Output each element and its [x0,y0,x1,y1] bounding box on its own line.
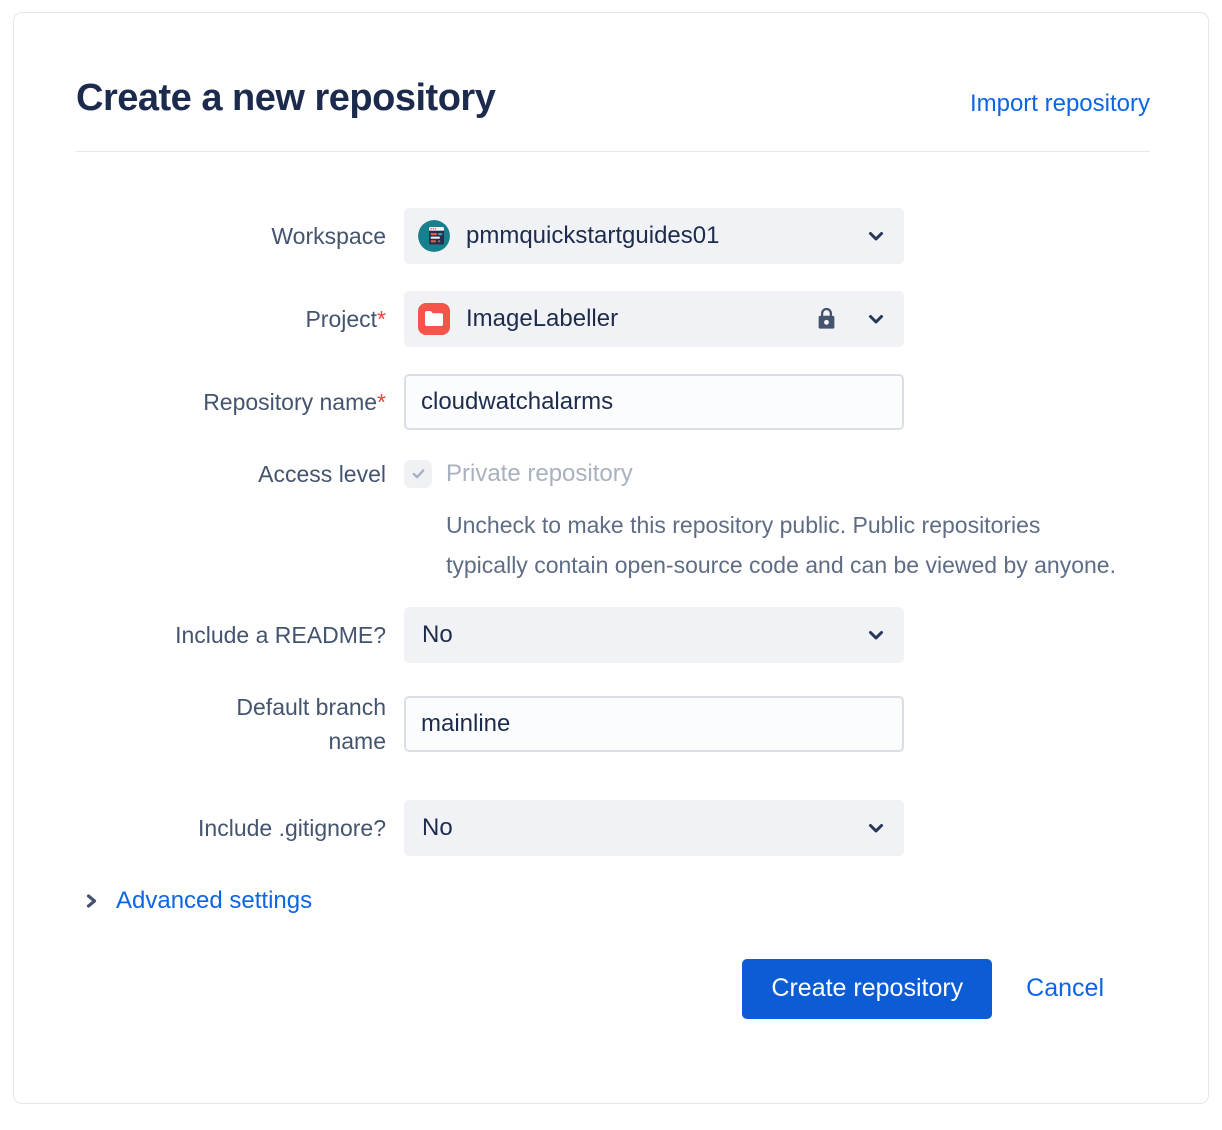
checkmark-icon [412,469,424,479]
page-title: Create a new repository [76,77,496,119]
create-repository-dialog: Create a new repository Import repositor… [13,12,1209,1104]
default-branch-row: Default branch name [76,690,1150,758]
private-repository-label: Private repository [446,459,633,487]
chevron-down-icon [869,231,883,241]
project-label: Project* [305,305,386,332]
chevron-down-icon [869,823,883,833]
default-branch-input[interactable] [404,695,904,752]
project-folder-icon [418,302,450,335]
access-level-help-text: Uncheck to make this repository public. … [446,511,1116,578]
default-branch-label: Default branch name [236,693,386,754]
dialog-actions: Create repository Cancel [76,958,1150,1019]
access-level-label: Access level [258,460,386,487]
chevron-right-icon [86,894,97,908]
workspace-value: pmmquickstartguides01 [466,221,720,249]
workspace-row: Workspace [76,207,1150,264]
private-repository-checkbox[interactable] [404,459,432,488]
include-gitignore-row: Include .gitignore? No [76,799,1150,856]
include-gitignore-select[interactable]: No [404,799,904,856]
include-readme-label: Include a README? [175,621,386,648]
import-repository-link[interactable]: Import repository [969,90,1150,117]
lock-icon [818,308,835,329]
include-gitignore-value: No [422,813,453,841]
chevron-down-icon [869,630,883,640]
include-readme-select[interactable]: No [404,606,904,663]
include-gitignore-label: Include .gitignore? [198,814,386,841]
required-asterisk: * [377,305,386,332]
workspace-select[interactable]: pmmquickstartguides01 [404,207,904,264]
repository-name-input[interactable] [404,373,904,430]
workspace-label: Workspace [271,222,386,249]
dialog-header: Create a new repository Import repositor… [76,77,1150,152]
include-readme-value: No [422,620,453,648]
include-readme-row: Include a README? No [76,606,1150,663]
project-select[interactable]: ImageLabeller [404,290,904,347]
chevron-down-icon [869,314,883,324]
advanced-settings-label: Advanced settings [116,886,313,914]
create-repository-button[interactable]: Create repository [742,958,993,1019]
access-level-row: Access level Private repository Uncheck … [76,457,1150,585]
repository-name-row: Repository name* [76,373,1150,430]
access-level-control: Private repository Uncheck to make this … [404,457,1116,585]
cancel-button[interactable]: Cancel [1026,974,1104,1003]
create-repository-form: Workspace [76,207,1150,1019]
advanced-settings-toggle[interactable]: Advanced settings [84,887,312,915]
repository-name-label: Repository name* [203,388,386,415]
project-row: Project* ImageLabeller [76,290,1150,347]
required-asterisk: * [377,388,386,415]
workspace-avatar-icon [418,219,450,252]
project-value: ImageLabeller [466,304,619,332]
